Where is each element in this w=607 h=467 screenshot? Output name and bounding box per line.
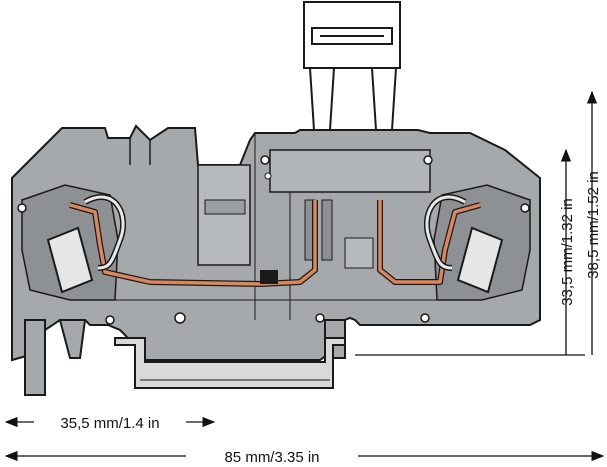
dimension-width-85: 85 mm/3.35 in bbox=[4, 449, 605, 466]
left-cage-clamp bbox=[46, 194, 127, 294]
dimension-height-38: 38,5 mm/1.52 in bbox=[585, 90, 602, 355]
blade-fuse bbox=[303, 1, 401, 137]
height-dimension-label-2: 38,5 mm/1.52 in bbox=[585, 171, 602, 279]
fuse-blade-left bbox=[308, 67, 336, 137]
dimension-width-35: 35,5 mm/1.4 in bbox=[4, 415, 216, 432]
right-cage-clamp bbox=[423, 194, 504, 294]
dimension-height-33: 33,5 mm/1.32 in bbox=[355, 148, 585, 356]
fuse-blade-right bbox=[370, 67, 398, 137]
din-rail bbox=[114, 337, 346, 389]
height-dimension-label-1: 33,5 mm/1.32 in bbox=[559, 198, 576, 306]
conductor-busbar bbox=[69, 200, 481, 287]
width-dimension-label: 35,5 mm/1.4 in bbox=[60, 415, 159, 432]
total-width-dimension-label: 85 mm/3.35 in bbox=[224, 449, 319, 466]
